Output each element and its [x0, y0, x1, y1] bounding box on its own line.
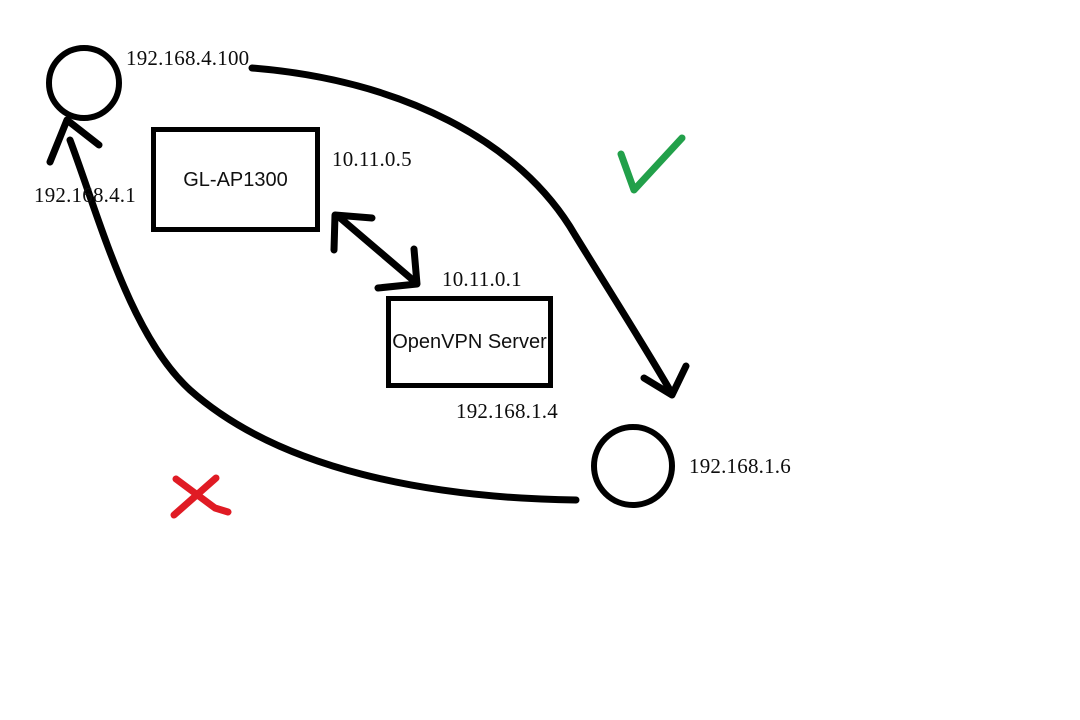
- client-host-circle: [46, 45, 122, 121]
- server-vpn-ip-label: 10.11.0.1: [442, 267, 522, 291]
- gl-ap1300-box: GL-AP1300: [151, 127, 320, 232]
- openvpn-server-box: OpenVPN Server: [386, 296, 553, 388]
- server-lan-ip-label: 192.168.1.4: [456, 399, 558, 423]
- tunnel-arrowhead-down: [374, 245, 421, 292]
- connection-remote-to-client: [66, 136, 580, 504]
- cross-mark-icon-stroke2: [170, 474, 220, 519]
- arrowhead-to-client: [46, 116, 103, 166]
- remote-ip-label: 192.168.1.6: [689, 454, 791, 478]
- client-ip-label: 192.168.4.100: [126, 46, 250, 70]
- tunnel-arrowhead-up: [330, 211, 376, 254]
- openvpn-server-label: OpenVPN Server: [392, 331, 547, 353]
- cross-mark-icon: [172, 475, 232, 516]
- connection-client-to-remote: [248, 64, 675, 396]
- gateway-ip-label: 192.168.4.1: [34, 183, 136, 207]
- ap-vpn-ip-label: 10.11.0.5: [332, 147, 412, 171]
- arrowhead-to-remote: [640, 362, 690, 399]
- remote-host-circle: [591, 424, 675, 508]
- tunnel-arrow-shaft: [335, 213, 418, 285]
- gl-ap1300-label: GL-AP1300: [183, 168, 288, 191]
- check-mark-icon: [617, 134, 686, 194]
